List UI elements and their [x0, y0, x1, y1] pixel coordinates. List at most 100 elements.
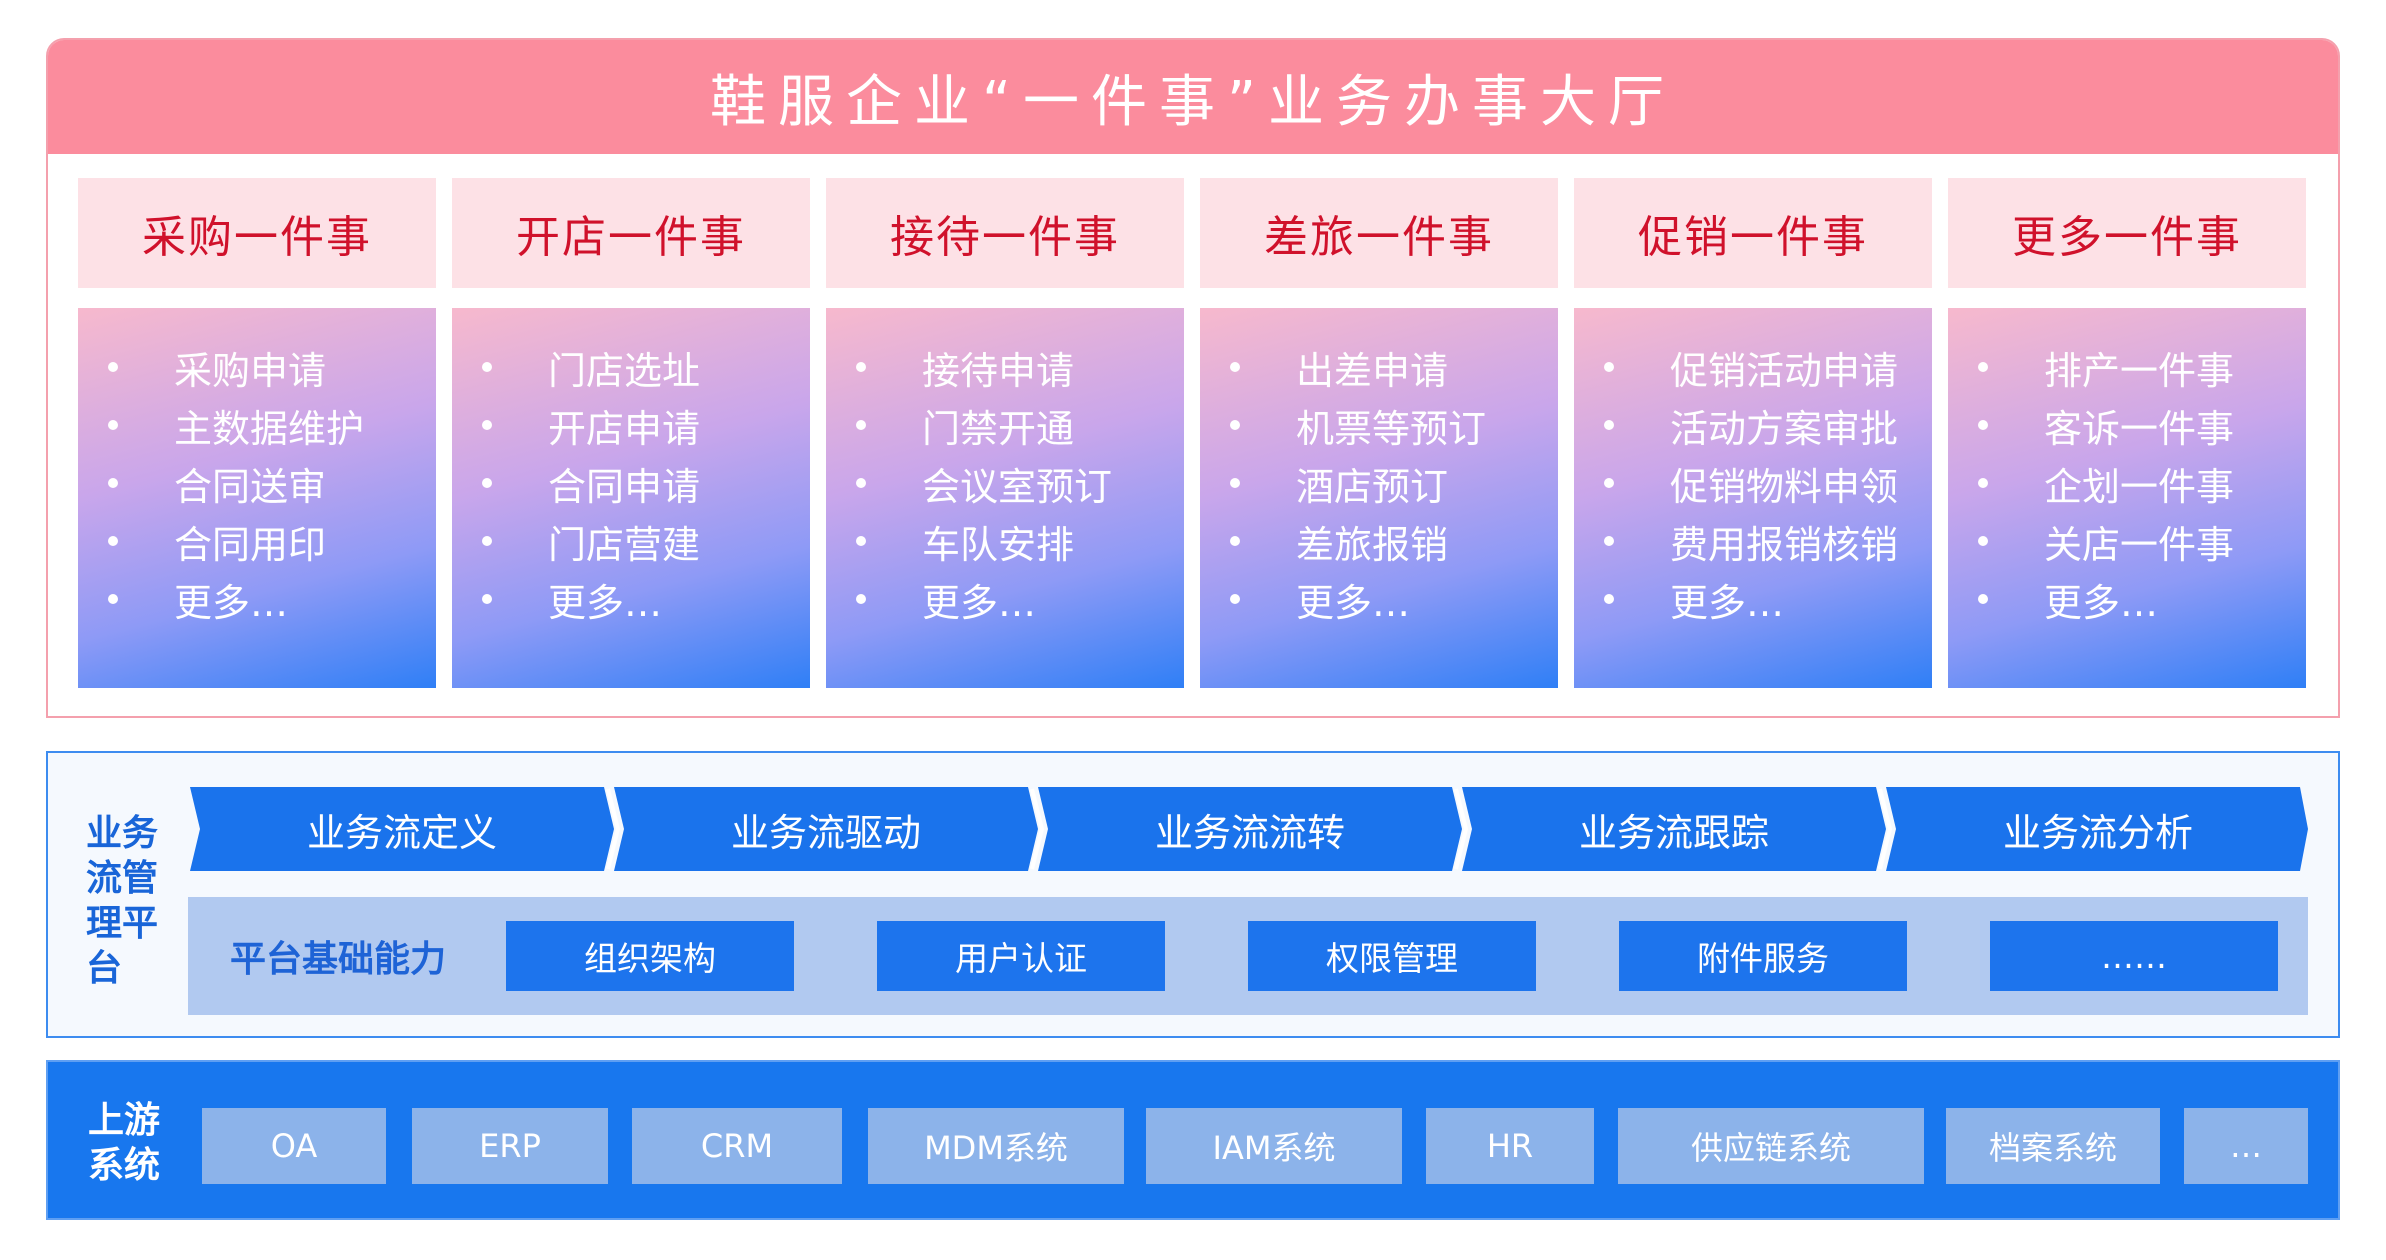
list-item[interactable]: 费用报销核销 [1574, 512, 1932, 570]
chevron-separator [1030, 788, 1045, 870]
column-head[interactable]: 差旅一件事 [1200, 178, 1558, 288]
flow-step-track[interactable]: 业务流跟踪 [1578, 810, 1769, 855]
column-item-list: 门店选址 开店申请 合同申请 门店营建 更多… [452, 308, 810, 688]
bullet-icon [1230, 420, 1240, 430]
system-oa[interactable]: OA [202, 1108, 386, 1184]
list-item[interactable]: 更多… [1948, 570, 2306, 628]
list-item[interactable]: 车队安排 [826, 512, 1184, 570]
platform-base-capabilities: 平台基础能力 组织架构 用户认证 权限管理 附件服务 …… [188, 897, 2308, 1015]
list-item[interactable]: 门禁开通 [826, 396, 1184, 454]
capability-more[interactable]: …… [1990, 921, 2278, 991]
bullet-icon [1978, 420, 1988, 430]
list-item[interactable]: 酒店预订 [1200, 454, 1558, 512]
upstream-systems-label: 上游系统 [88, 1100, 161, 1186]
column-head[interactable]: 促销一件事 [1574, 178, 1932, 288]
one-thing-columns: 采购一件事 采购申请 主数据维护 合同送审 合同用印 更多… 开店一件事 门店选… [48, 154, 2338, 716]
bullet-icon [1978, 536, 1988, 546]
list-item[interactable]: 开店申请 [452, 396, 810, 454]
list-item[interactable]: 更多… [1574, 570, 1932, 628]
bullet-icon [482, 362, 492, 372]
bullet-icon [1978, 478, 1988, 488]
system-supply-chain[interactable]: 供应链系统 [1618, 1108, 1924, 1184]
column-procurement: 采购一件事 采购申请 主数据维护 合同送审 合同用印 更多… [78, 178, 436, 688]
system-archive[interactable]: 档案系统 [1946, 1108, 2160, 1184]
bullet-icon [1604, 594, 1614, 604]
bullet-icon [108, 420, 118, 430]
chevron-step-shape [614, 787, 1038, 871]
list-item[interactable]: 会议室预订 [826, 454, 1184, 512]
list-item[interactable]: 门店选址 [452, 338, 810, 396]
column-item-list: 排产一件事 客诉一件事 企划一件事 关店一件事 更多… [1948, 308, 2306, 688]
list-item[interactable]: 排产一件事 [1948, 338, 2306, 396]
chevron-separator [606, 788, 621, 870]
flow-step-drive[interactable]: 业务流驱动 [730, 810, 921, 855]
list-item[interactable]: 更多… [826, 570, 1184, 628]
bullet-icon [108, 594, 118, 604]
system-mdm[interactable]: MDM系统 [868, 1108, 1124, 1184]
chevron-step-shape [1886, 787, 2308, 871]
bullet-icon [1230, 478, 1240, 488]
capability-user-auth[interactable]: 用户认证 [877, 921, 1165, 991]
list-item[interactable]: 采购申请 [78, 338, 436, 396]
list-item[interactable]: 活动方案审批 [1574, 396, 1932, 454]
column-item-list: 采购申请 主数据维护 合同送审 合同用印 更多… [78, 308, 436, 688]
list-item[interactable]: 促销活动申请 [1574, 338, 1932, 396]
workflow-chevron-bar: 业务流定义 业务流驱动 业务流流转 业务流跟踪 业务流分析 [190, 787, 2308, 871]
chevron-step-shape [1038, 787, 1462, 871]
column-promotion: 促销一件事 促销活动申请 活动方案审批 促销物料申领 费用报销核销 更多… [1574, 178, 1932, 688]
list-item[interactable]: 合同用印 [78, 512, 436, 570]
capability-permission[interactable]: 权限管理 [1248, 921, 1536, 991]
column-head[interactable]: 采购一件事 [78, 178, 436, 288]
bullet-icon [482, 478, 492, 488]
bullet-icon [856, 594, 866, 604]
bullet-icon [482, 536, 492, 546]
column-store-opening: 开店一件事 门店选址 开店申请 合同申请 门店营建 更多… [452, 178, 810, 688]
base-capability-label: 平台基础能力 [230, 939, 447, 980]
list-item[interactable]: 关店一件事 [1948, 512, 2306, 570]
list-item[interactable]: 合同送审 [78, 454, 436, 512]
column-reception: 接待一件事 接待申请 门禁开通 会议室预订 车队安排 更多… [826, 178, 1184, 688]
column-item-list: 接待申请 门禁开通 会议室预订 车队安排 更多… [826, 308, 1184, 688]
bullet-icon [108, 362, 118, 372]
list-item[interactable]: 差旅报销 [1200, 512, 1558, 570]
bullet-icon [856, 536, 866, 546]
list-item[interactable]: 合同申请 [452, 454, 810, 512]
system-erp[interactable]: ERP [412, 1108, 608, 1184]
bullet-icon [1604, 478, 1614, 488]
list-item[interactable]: 更多… [1200, 570, 1558, 628]
list-item[interactable]: 客诉一件事 [1948, 396, 2306, 454]
list-item[interactable]: 更多… [78, 570, 436, 628]
list-item[interactable]: 促销物料申领 [1574, 454, 1932, 512]
list-item[interactable]: 接待申请 [826, 338, 1184, 396]
system-hr[interactable]: HR [1426, 1108, 1594, 1184]
column-business-travel: 差旅一件事 出差申请 机票等预订 酒店预订 差旅报销 更多… [1200, 178, 1558, 688]
business-hall-panel: 鞋服企业“一件事”业务办事大厅 采购一件事 采购申请 主数据维护 合同送审 合同… [46, 38, 2340, 718]
flow-step-define[interactable]: 业务流定义 [306, 810, 497, 855]
bullet-icon [482, 420, 492, 430]
chevron-shapes [190, 787, 2308, 871]
list-item[interactable]: 更多… [452, 570, 810, 628]
bullet-icon [1604, 362, 1614, 372]
column-more: 更多一件事 排产一件事 客诉一件事 企划一件事 关店一件事 更多… [1948, 178, 2306, 688]
list-item[interactable]: 出差申请 [1200, 338, 1558, 396]
list-item[interactable]: 门店营建 [452, 512, 810, 570]
workflow-platform-panel: 业务流管理平台 业务流定义 业务流驱动 业务流流转 业务流跟踪 业务流分析 平台… [46, 751, 2340, 1038]
system-more[interactable]: … [2184, 1108, 2308, 1184]
system-crm[interactable]: CRM [632, 1108, 842, 1184]
column-head[interactable]: 更多一件事 [1948, 178, 2306, 288]
upstream-systems-panel: 上游系统 OA ERP CRM MDM系统 IAM系统 HR 供应链系统 档案系… [46, 1060, 2340, 1220]
flow-step-transfer[interactable]: 业务流流转 [1154, 810, 1345, 855]
chevron-separator [1878, 788, 1893, 870]
list-item[interactable]: 企划一件事 [1948, 454, 2306, 512]
column-head[interactable]: 接待一件事 [826, 178, 1184, 288]
flow-step-analyze[interactable]: 业务流分析 [2002, 810, 2193, 855]
column-item-list: 出差申请 机票等预订 酒店预订 差旅报销 更多… [1200, 308, 1558, 688]
list-item[interactable]: 主数据维护 [78, 396, 436, 454]
column-head[interactable]: 开店一件事 [452, 178, 810, 288]
capability-org-structure[interactable]: 组织架构 [506, 921, 794, 991]
capability-attachment[interactable]: 附件服务 [1619, 921, 1907, 991]
system-iam[interactable]: IAM系统 [1146, 1108, 1402, 1184]
list-item[interactable]: 机票等预订 [1200, 396, 1558, 454]
bullet-icon [1230, 536, 1240, 546]
bullet-icon [1230, 362, 1240, 372]
